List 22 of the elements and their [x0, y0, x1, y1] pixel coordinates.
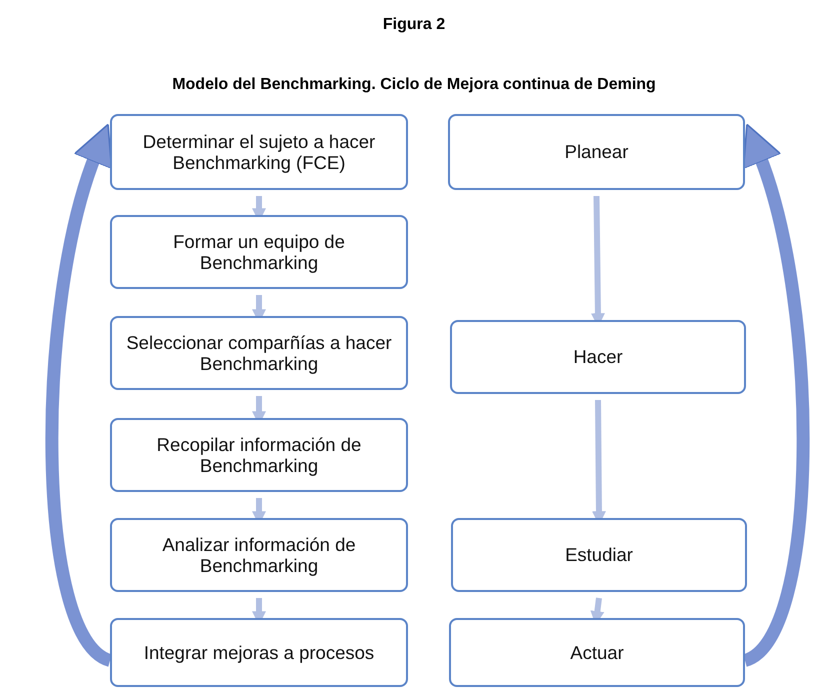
process-box: [451, 518, 747, 592]
box-label: Seleccionar comparñías a hacer Benchmarking: [125, 332, 393, 374]
figure-caption: Modelo del Benchmarking. Ciclo de Mejora continua de Deming: [171, 76, 657, 94]
box-label: Determinar el sujeto a hacer Benchmarking (FCE): [142, 130, 376, 174]
box-label: Actuar: [570, 642, 624, 664]
process-box: [110, 618, 408, 687]
process-box: [110, 215, 408, 289]
box-label: Hacer: [573, 346, 623, 368]
box-label: Estudiar: [565, 544, 633, 566]
box-label: Formar un equipo de Benchmarking: [172, 230, 346, 274]
process-box: [449, 618, 745, 687]
process-box: [110, 418, 408, 492]
box-label: Analizar información de Benchmarking: [161, 534, 357, 576]
box-label: Planear: [564, 141, 628, 163]
box-label: Recopilar información de Benchmarking: [156, 434, 362, 476]
figure-title: Figura 2: [382, 16, 446, 34]
process-box: [110, 316, 408, 390]
process-box: [110, 114, 408, 190]
process-box: [450, 320, 746, 394]
box-label: Integrar mejoras a procesos: [144, 642, 374, 664]
process-box: [448, 114, 745, 190]
process-box: [110, 518, 408, 592]
